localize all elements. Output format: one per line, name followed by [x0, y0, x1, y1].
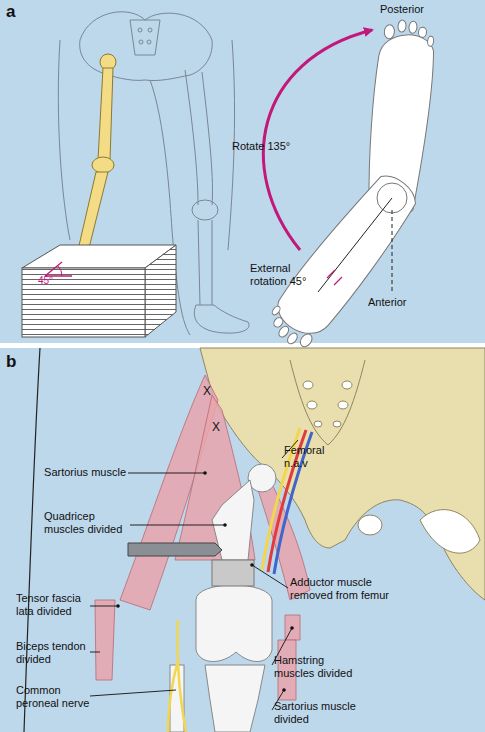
annotation-label: External rotation 45°	[250, 262, 322, 288]
leader-dot	[116, 471, 294, 692]
anatomy-label: Adductor muscle removed from femur	[290, 576, 400, 602]
anatomy-label: Biceps tendon divided	[16, 640, 90, 666]
panel-background	[0, 0, 485, 343]
pelvis-bone	[200, 348, 485, 600]
retractor	[128, 543, 222, 556]
peroneal-nerve	[168, 620, 186, 732]
thigh-muscles	[95, 375, 310, 700]
anatomy-label: Sartorius muscle divided	[274, 700, 364, 726]
femur-cut	[212, 560, 254, 586]
foot-outline	[261, 18, 438, 356]
angle-label: 45°	[38, 274, 68, 287]
anatomy-label: Common peroneal nerve	[16, 684, 90, 710]
support-box	[22, 245, 176, 337]
panel-background	[0, 348, 485, 732]
anatomy-label: Femoral n.a.v	[284, 444, 344, 470]
panel-letter: b	[6, 352, 26, 372]
panel-letter: a	[6, 2, 26, 22]
anatomy-label: Tensor fascia lata divided	[16, 592, 90, 618]
anatomy-label: Quadricep muscles divided	[44, 510, 128, 536]
marker-label: X	[203, 384, 217, 399]
marker-label: X	[212, 420, 226, 435]
direction-label: Posterior	[380, 3, 450, 16]
axis-line	[318, 198, 392, 292]
sacrum-foramina	[290, 360, 480, 553]
angle-tick	[327, 270, 342, 285]
body-outline	[24, 348, 40, 732]
anatomy-label: Sartorius muscle	[30, 466, 126, 479]
leader-line	[90, 440, 298, 710]
annotation-label: Rotate 135°	[232, 140, 312, 153]
anatomy-label: Hamstring muscles divided	[274, 654, 364, 680]
femur-bone	[170, 464, 276, 732]
axis-line	[392, 210, 393, 292]
direction-label: Anterior	[368, 296, 428, 309]
